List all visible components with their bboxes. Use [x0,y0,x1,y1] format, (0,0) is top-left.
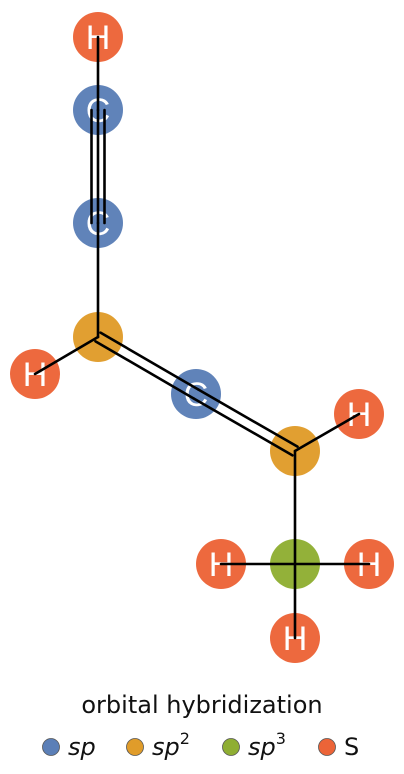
legend-swatch-sp2 [126,738,144,756]
bond-c3-c4-line-0 [99,331,200,391]
legend-label-s: S [344,733,359,761]
legend-label-sp2-sup: 2 [180,729,190,748]
legend-item-sp: sp [42,733,96,761]
bond-c3-c4-line-1 [94,340,195,400]
bond-c4-c5-line-0 [197,388,299,448]
bond-c5-h3 [293,412,361,453]
legend-label-sp3: sp3 [248,729,286,761]
legend-label-sp3-sup: 3 [276,729,286,748]
legend-item-sp3: sp3 [222,729,286,761]
bonds-layer [33,35,371,640]
legend-label-sp2-base: sp [152,733,180,761]
legend-swatch-s [318,738,336,756]
legend-title: orbital hybridization [81,691,322,719]
legend-label-sp3-base: sp [248,733,276,761]
legend-swatch-sp3 [222,738,240,756]
bond-c3-h2 [33,335,100,376]
legend-label-sp: sp [68,733,96,761]
legend-label-sp2: sp2 [152,729,190,761]
legend-item-sp2: sp2 [126,729,190,761]
legend-swatch-sp [42,738,60,756]
legend-label-sp-base: sp [68,733,96,761]
atom-c4: C [171,369,221,419]
bond-c4-c5-line-1 [192,397,294,457]
legend-label-s-base: S [344,733,359,761]
legend-item-s: S [318,733,359,761]
